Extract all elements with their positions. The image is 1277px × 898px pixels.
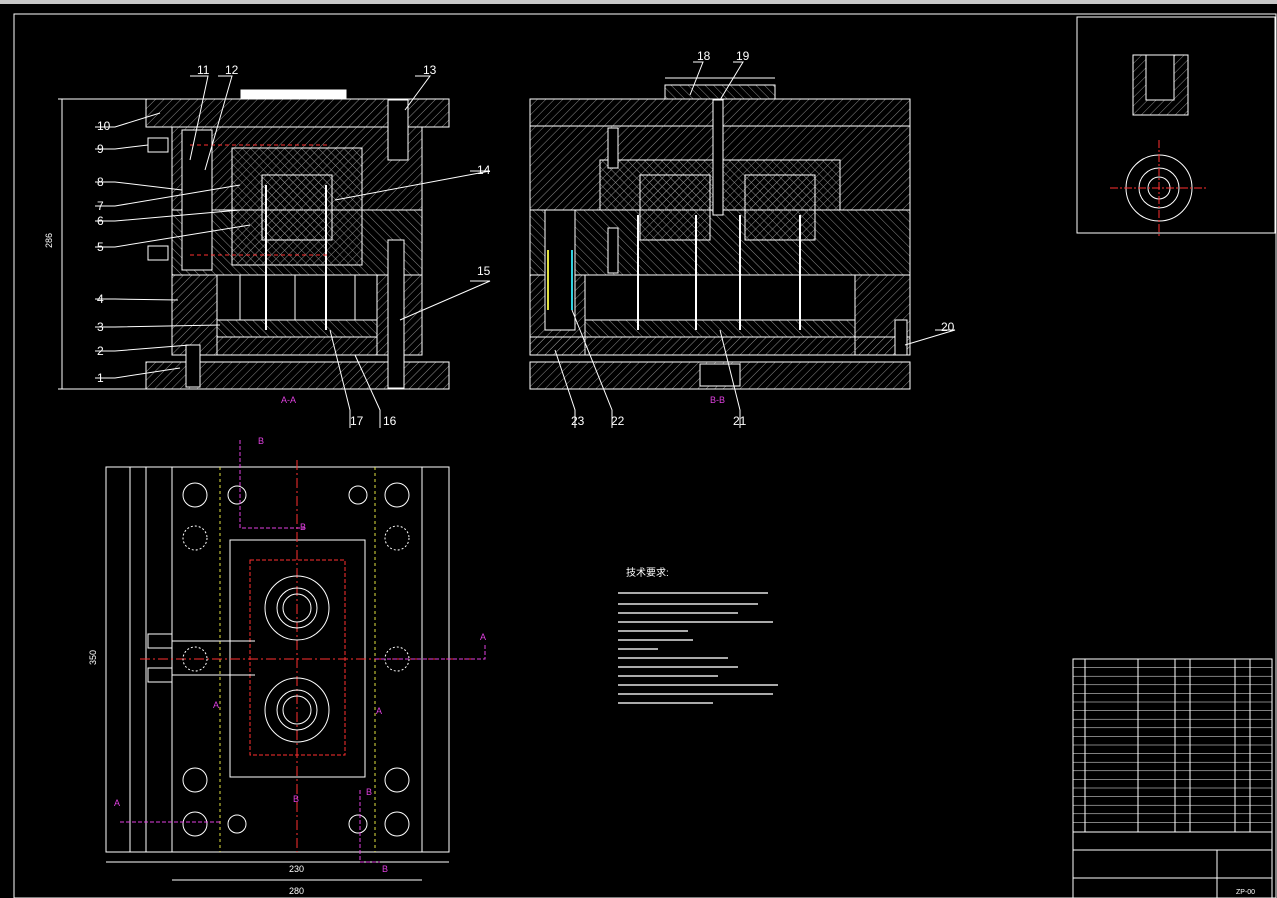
tech-title: 技术要求: [626,566,669,579]
dim-height: 286 [44,233,54,248]
part-label-2: 2 [97,344,104,358]
part-label-23: 23 [571,414,585,428]
cut-marker-b-4: B [366,787,372,797]
part-label-7: 7 [97,199,104,213]
part-label-15: 15 [477,264,491,278]
part-label-17: 17 [350,414,364,428]
part-labels-left-group: 11 12 13 10 9 8 76 5 4 3 2 1 14 15 17 16 [97,63,491,428]
cut-marker-b-2: B [300,522,306,532]
dim-width-inner: 230 [289,864,304,874]
part-label-21: 21 [733,414,747,428]
leaders-left [95,75,491,428]
cut-marker-a-right: A [480,632,486,642]
section-view-bb [529,77,911,390]
part-label-18: 18 [697,49,711,63]
section-view-aa [58,89,450,390]
part-label-22: 22 [611,414,625,428]
part-label-19: 19 [736,49,750,63]
part-label-14: 14 [477,163,491,177]
section-label-aa: A-A [281,395,296,405]
part-label-11: 11 [197,63,210,77]
part-label-12: 12 [225,63,239,77]
cut-marker-b-5: B [382,864,388,874]
part-label-4: 4 [97,292,104,306]
part-label-9: 9 [97,142,104,156]
part-label-8: 8 [97,175,104,189]
drawing-frame [13,13,1277,898]
parts-list-rows [1073,667,1272,823]
plan-view [105,440,486,881]
part-label-1: 1 [97,371,104,385]
part-label-3: 3 [97,320,104,334]
top-edge-bar [0,0,1277,4]
parts-list-table [1072,658,1273,898]
part-label-20: 20 [941,320,955,334]
cut-marker-a-left: A [114,798,120,808]
leaders-right [554,61,956,428]
part-label-5: 5 [97,240,104,254]
part-label-16: 16 [383,414,397,428]
cut-marker-a-3: A [213,700,219,710]
part-label-6: 6 [97,214,104,228]
dim-width-outer: 280 [289,886,304,896]
section-label-bb: B-B [710,395,725,405]
tech-notes [618,592,778,704]
detail-view [1076,16,1276,236]
cut-marker-b-top: B [258,436,264,446]
cut-marker-a-2: A [376,706,382,716]
cut-marker-b-3: B [293,794,299,804]
part-labels-right-group: 18 19 20 23 22 21 [571,49,955,428]
part-label-13: 13 [423,63,437,77]
dim-length: 350 [88,650,98,665]
drawing-number: ZP-00 [1236,889,1255,896]
part-label-10: 10 [97,119,111,133]
